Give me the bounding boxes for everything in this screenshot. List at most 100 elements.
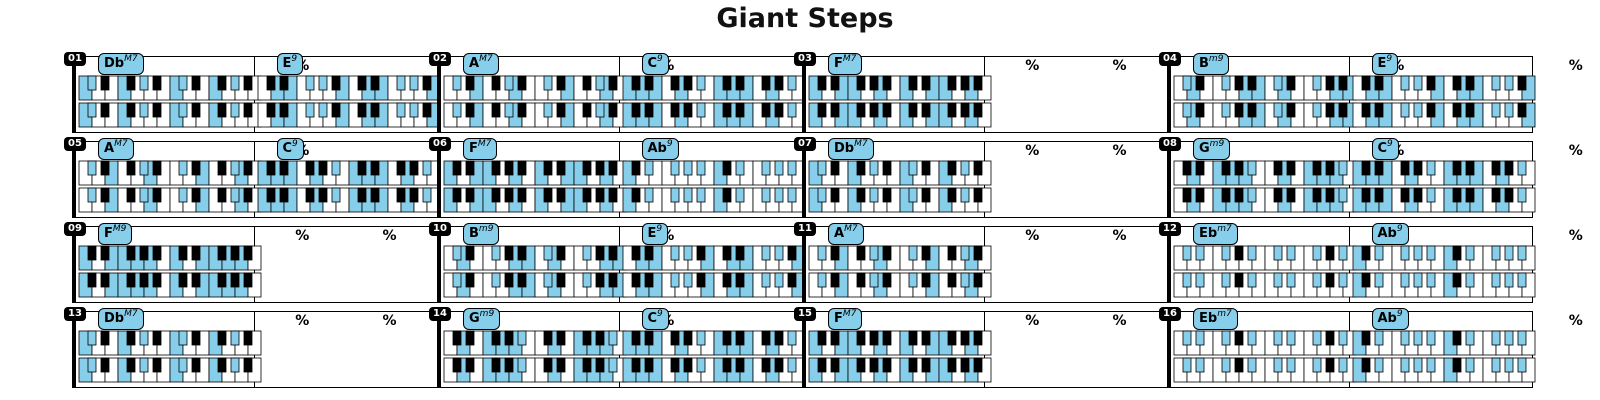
black-key	[243, 245, 253, 261]
black-key	[1504, 357, 1513, 373]
chord-root: Db	[104, 311, 125, 326]
black-key	[556, 272, 566, 288]
black-key	[1325, 75, 1335, 91]
black-key	[422, 187, 431, 203]
black-key	[318, 75, 327, 91]
black-key	[152, 102, 162, 118]
chord-root: Ab	[1377, 226, 1397, 241]
black-key	[556, 75, 566, 91]
black-key	[817, 160, 827, 176]
black-key	[1400, 330, 1409, 346]
black-key	[608, 357, 618, 373]
black-key	[670, 272, 679, 288]
black-key	[735, 160, 744, 176]
black-key	[100, 75, 110, 91]
black-key	[735, 102, 744, 118]
black-key	[191, 357, 201, 373]
black-key	[722, 160, 731, 176]
black-key	[1312, 357, 1322, 373]
black-key	[1234, 160, 1244, 176]
black-key	[1491, 187, 1500, 203]
black-key	[1325, 330, 1335, 346]
black-key	[735, 272, 744, 288]
measure-number: 04	[1159, 52, 1181, 66]
black-key	[504, 187, 514, 203]
black-key	[191, 160, 201, 176]
black-key	[1374, 330, 1383, 346]
black-key	[517, 102, 527, 118]
piano-keyboard-icon	[1352, 160, 1535, 213]
black-key	[683, 272, 692, 288]
chord-quality: m9	[1208, 54, 1224, 64]
black-key	[973, 102, 983, 118]
black-key	[87, 102, 97, 118]
black-key	[178, 330, 188, 346]
piano-keyboard-icon	[1173, 330, 1357, 383]
chord-symbol: Ab9	[1371, 223, 1409, 245]
black-key	[491, 75, 501, 91]
black-key	[243, 357, 253, 373]
repeat-sign: %	[1025, 228, 1040, 244]
black-key	[696, 75, 705, 91]
black-key	[1465, 102, 1474, 118]
black-key	[1452, 272, 1461, 288]
chord-quality: M7	[114, 139, 128, 149]
black-key	[644, 245, 653, 261]
black-key	[1361, 272, 1370, 288]
repeat-sign: %	[1568, 58, 1583, 74]
black-key	[869, 272, 879, 288]
black-key	[947, 272, 957, 288]
black-key	[139, 245, 149, 261]
chord-quality: 9	[291, 54, 298, 64]
black-key	[318, 187, 327, 203]
measure-number: 14	[429, 307, 451, 321]
black-key	[1452, 160, 1461, 176]
black-key	[921, 102, 931, 118]
black-key	[556, 102, 566, 118]
black-key	[696, 160, 705, 176]
black-key	[1517, 187, 1526, 203]
black-key	[670, 75, 679, 91]
black-key	[1338, 102, 1348, 118]
chord-quality: M7	[854, 139, 868, 149]
black-key	[191, 102, 201, 118]
black-key	[960, 102, 970, 118]
black-key	[1195, 245, 1205, 261]
chord-root: A	[104, 141, 115, 156]
chord-quality: 9	[1396, 309, 1403, 319]
black-key	[1325, 245, 1335, 261]
chord-quality: M9	[112, 224, 127, 234]
black-key	[761, 330, 770, 346]
measure-number: 13	[64, 307, 86, 321]
black-key	[582, 102, 592, 118]
black-key	[722, 330, 731, 346]
black-key	[517, 330, 527, 346]
black-key	[1273, 357, 1283, 373]
black-key	[947, 75, 957, 91]
black-key	[1338, 75, 1348, 91]
black-key	[422, 102, 431, 118]
black-key	[139, 187, 149, 203]
black-key	[409, 187, 418, 203]
black-key	[670, 187, 679, 203]
black-key	[830, 160, 840, 176]
black-key	[465, 357, 475, 373]
black-key	[491, 245, 501, 261]
black-key	[1374, 245, 1383, 261]
half-measure: Ab9%	[619, 138, 853, 218]
black-key	[947, 357, 957, 373]
black-key	[87, 330, 97, 346]
black-key	[279, 75, 288, 91]
half-measure: E9%	[619, 223, 853, 303]
black-key	[126, 75, 136, 91]
black-key	[266, 75, 275, 91]
black-key	[595, 75, 605, 91]
black-key	[1400, 160, 1409, 176]
chord-quality: m7	[1217, 224, 1232, 234]
black-key	[279, 187, 288, 203]
black-key	[139, 102, 149, 118]
black-key	[1413, 187, 1422, 203]
